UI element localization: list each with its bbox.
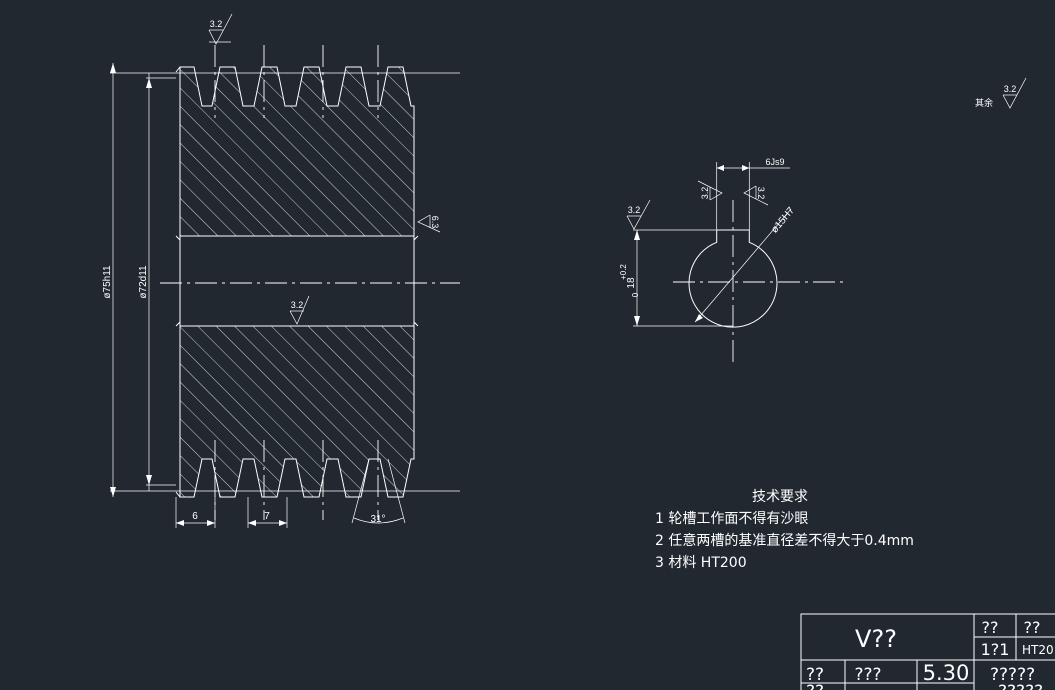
svg-text:???: ??? [854, 665, 881, 685]
dim-groove-diameter: ø72d11 [138, 265, 149, 299]
svg-text:??: ?? [806, 682, 824, 690]
dim-bore-leader [694, 208, 792, 323]
svg-text:3.2: 3.2 [210, 19, 223, 29]
dim-outer-diameter: ø75h11 [102, 265, 113, 299]
roughness-symbol-bore-face: 6.3 [417, 214, 441, 233]
bore-region [179, 235, 415, 327]
dim-key-depth: 18 [626, 277, 637, 289]
svg-text:其余: 其余 [975, 97, 993, 109]
svg-text:?????: ????? [990, 665, 1035, 685]
bottom-hatched-section [179, 325, 415, 498]
bore-with-keyway [688, 229, 778, 328]
title-block-name: V?? [855, 625, 897, 653]
dim-groove-offset: 6 [192, 511, 198, 522]
svg-text:1?1: 1?1 [981, 640, 1010, 659]
dim-angle-arc [353, 517, 404, 524]
svg-text:??: ?? [982, 618, 999, 637]
svg-text:3.2: 3.2 [1004, 84, 1017, 94]
dim-bore-diameter: ø15H7 [769, 205, 797, 235]
technical-requirements: 技术要求 1 轮槽工作面不得有沙眼 2 任意两槽的基准直径差不得大于0.4mm … [655, 489, 914, 571]
dim-key-depth-upper: +0.2 [619, 264, 628, 280]
roughness-key-left: 3.2 [697, 180, 723, 201]
svg-text:??: ?? [806, 665, 824, 685]
svg-text:3.2: 3.2 [628, 205, 641, 215]
svg-text:3.2: 3.2 [756, 187, 766, 200]
tech-item-1: 1 轮槽工作面不得有沙眼 [655, 510, 808, 527]
svg-text:?????: ????? [998, 682, 1043, 690]
svg-text:??: ?? [1024, 618, 1041, 637]
pulley-section-view: ø75h11 ø72d11 6 7 31° 3.2 [102, 13, 460, 528]
tech-item-2: 2 任意两槽的基准直径差不得大于0.4mm [655, 532, 914, 549]
dim-keyway-width: 6Js9 [765, 157, 784, 167]
hub-end-view: 6Js9 3.2 3.2 ø15H7 18 +0.2 0 3.2 [619, 157, 845, 365]
dim-groove-pitch: 7 [264, 511, 270, 522]
svg-text:6.3: 6.3 [430, 216, 440, 229]
svg-text:HT20: HT20 [1022, 643, 1054, 657]
roughness-rest-note: 其余 3.2 [975, 77, 1027, 109]
roughness-symbol-hub: 3.2 [626, 199, 651, 230]
roughness-symbol-top: 3.2 [208, 13, 233, 45]
svg-text:3.2: 3.2 [700, 187, 710, 200]
svg-text:3.2: 3.2 [291, 300, 304, 310]
dim-key-depth-lower: 0 [631, 292, 640, 297]
dim-groove-angle: 31° [370, 514, 385, 525]
tech-item-3: 3 材料 HT200 [655, 555, 747, 571]
roughness-key-right: 3.2 [743, 185, 769, 206]
title-block: V?? ?? ?? 1?1 HT20 ?? ??? 5.30 ????? ?? … [800, 613, 1055, 690]
tech-title: 技术要求 [752, 489, 808, 505]
svg-text:5.30: 5.30 [923, 661, 970, 685]
roughness-symbol-bore: 3.2 [289, 295, 310, 325]
